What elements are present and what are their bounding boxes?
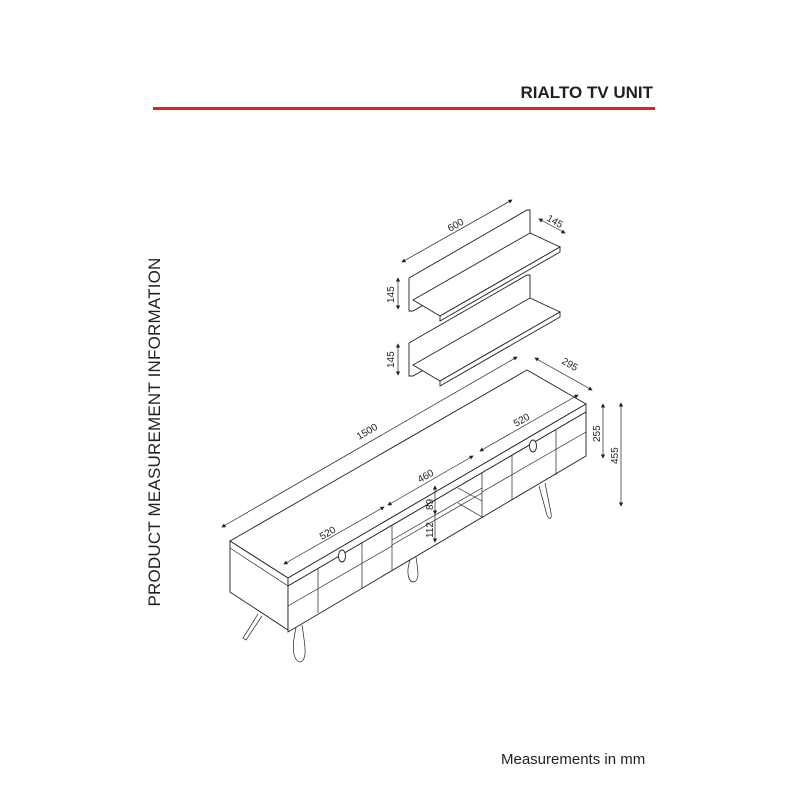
product-title: RIALTO TV UNIT <box>520 83 653 102</box>
cabinet-legs <box>242 482 552 663</box>
dim-total-height: 455 <box>610 447 621 464</box>
dim-shelf-height-bottom: 145 <box>386 351 397 368</box>
dim-shelf-depth: 145 <box>545 213 565 231</box>
dim-unit-width: 1500 <box>355 422 380 443</box>
tv-cabinet <box>229 369 587 633</box>
dim-shelf-height-top: 145 <box>386 286 397 303</box>
handle-left <box>338 549 346 563</box>
dim-unit-depth: 295 <box>560 356 580 374</box>
dimension-lines <box>221 199 624 565</box>
units-note: Measurements in mm <box>501 751 646 768</box>
dim-lower-gap: 112 <box>425 522 436 538</box>
handle-right <box>529 439 537 453</box>
dim-body-height: 255 <box>592 425 603 442</box>
dim-shelf-width: 600 <box>446 217 466 235</box>
title-underline <box>153 107 655 110</box>
dim-upper-gap: 89 <box>425 498 436 510</box>
